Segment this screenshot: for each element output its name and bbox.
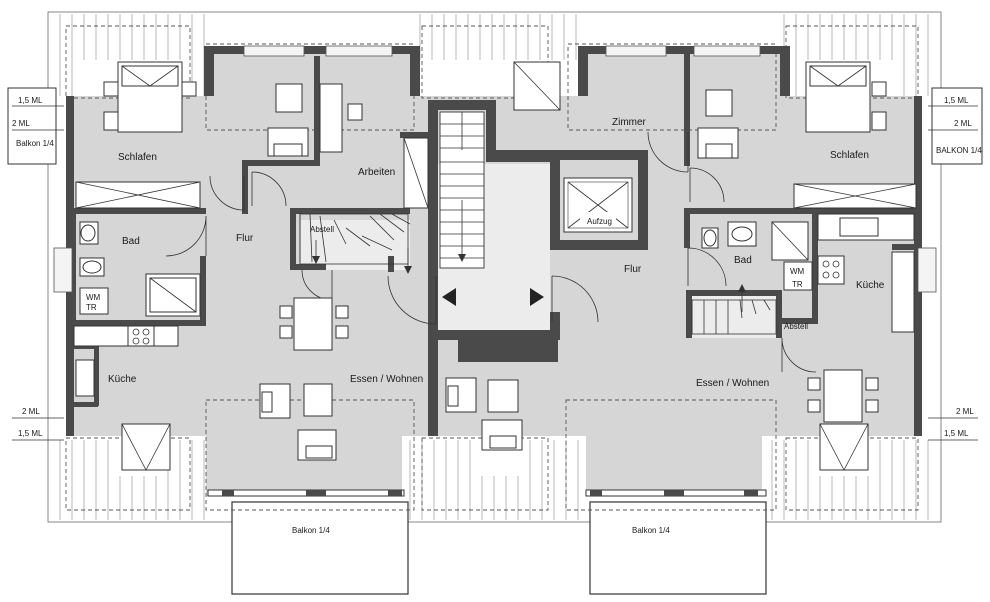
room-label-abstell-right: Abstell — [784, 322, 808, 331]
room-label-kueche-right: Küche — [856, 280, 885, 291]
room-label-arbeiten: Arbeiten — [358, 167, 395, 178]
roof-hatching-bottom — [59, 440, 929, 520]
room-label-abstell-left: Abstell — [310, 225, 334, 234]
arrow-left-icon — [442, 288, 456, 306]
room-label-flur-left: Flur — [236, 233, 254, 244]
marker-top-right-2: 2 ML — [954, 119, 972, 128]
balcony-label-bottom-left: Balkon 1/4 — [292, 526, 330, 535]
room-label-kueche-left: Küche — [108, 374, 137, 385]
doors — [165, 131, 817, 373]
elevator — [563, 177, 633, 233]
room-label-essen-wohnen-right: Essen / Wohnen — [696, 378, 769, 389]
balcony-right-side — [931, 87, 983, 165]
marker-top-left-2: 2 ML — [12, 119, 30, 128]
balcony-bottom-left — [231, 501, 409, 595]
stair-left-abstell — [299, 213, 412, 274]
balcony-bottom-right — [589, 501, 767, 595]
room-label-bad-right: Bad — [734, 255, 752, 266]
label-wm-left: WM — [86, 293, 101, 302]
marker-bottom-left-15: 1,5 ML — [18, 429, 43, 438]
label-wm-right: WM — [790, 267, 805, 276]
marker-bottom-left-2: 2 ML — [22, 407, 40, 416]
marker-bottom-right-15: 1,5 ML — [944, 429, 969, 438]
label-tr-right: TR — [792, 280, 803, 289]
stair-right-abstell — [691, 284, 777, 335]
room-label-flur-right: Flur — [624, 264, 642, 275]
room-label-bad-left: Bad — [122, 236, 140, 247]
marker-top-right-15: 1,5 ML — [944, 96, 969, 105]
label-aufzug: Aufzug — [587, 217, 612, 226]
furniture-right — [445, 61, 917, 471]
balcony-left-side — [7, 87, 57, 165]
marker-top-left-15: 1,5 ML — [18, 96, 43, 105]
windows — [53, 45, 937, 497]
arrow-right-icon — [530, 288, 544, 306]
marker-lines — [12, 105, 978, 441]
balcony-label-right: BALKON 1/4 — [936, 146, 982, 155]
room-label-zimmer: Zimmer — [612, 117, 647, 128]
walls — [66, 46, 922, 436]
furniture-left — [73, 61, 429, 471]
room-label-schlafen-left: Schlafen — [118, 152, 157, 163]
main-staircase — [439, 111, 485, 269]
room-label-schlafen-right: Schlafen — [830, 150, 869, 161]
balcony-label-bottom-right: Balkon 1/4 — [632, 526, 670, 535]
room-label-essen-wohnen-left: Essen / Wohnen — [350, 374, 423, 385]
label-tr-left: TR — [86, 303, 97, 312]
roof-hatching-top — [59, 14, 929, 96]
marker-bottom-right-2: 2 ML — [956, 407, 974, 416]
balcony-label-left: Balkon 1/4 — [16, 139, 54, 148]
